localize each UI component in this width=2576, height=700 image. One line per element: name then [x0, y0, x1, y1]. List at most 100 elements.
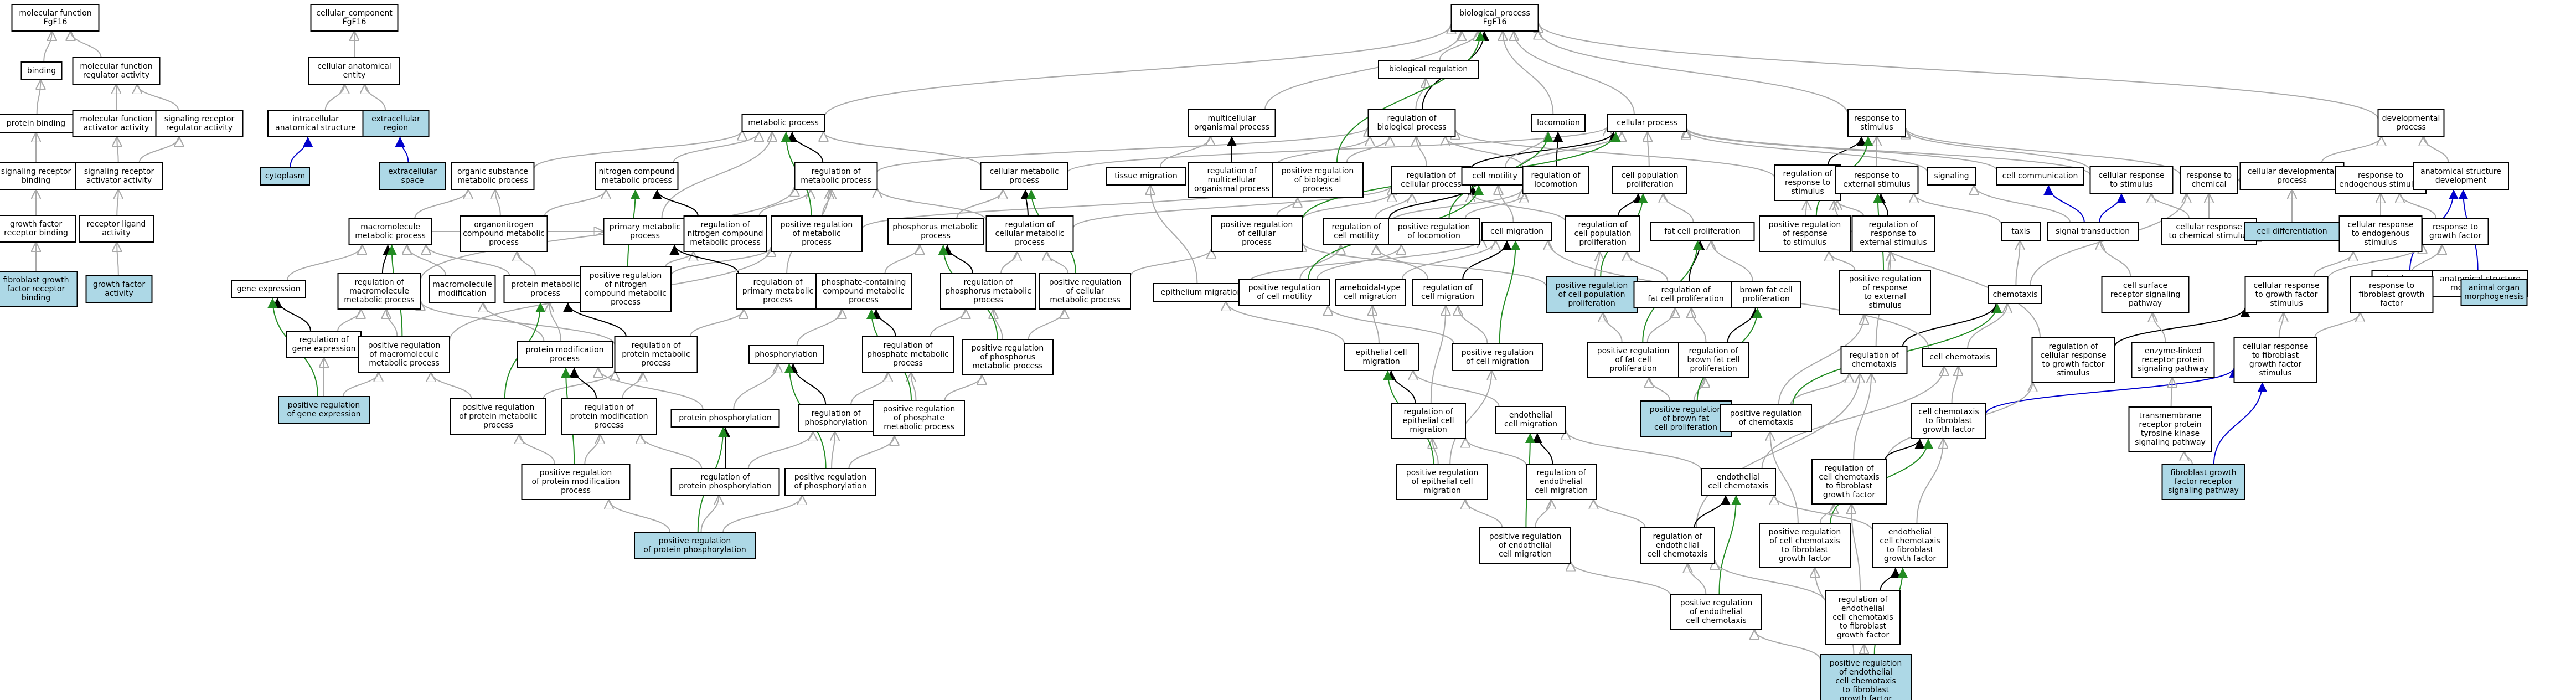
edge-is_a-rendochemo-to-rchemo — [1695, 373, 1860, 528]
go-term-label: extracellular — [371, 115, 420, 123]
edge-regulates-rprotmp-to-protmp — [562, 302, 627, 337]
edge-is_a-mfra-to-mf — [71, 30, 102, 58]
go-term-label: cell chemotaxis — [1835, 677, 1896, 686]
edge-regulates-rphosmp-to-pccmp — [871, 308, 896, 337]
go-term-label: of endothelial — [1690, 608, 1743, 616]
edge-is_a-trptksp-to-elrsp — [2171, 378, 2172, 408]
edge-is_a-locomotion-to-bp — [1503, 31, 1554, 115]
go-term-label: fibroblast growth — [3, 276, 69, 285]
edge-is_a-prendochemo-to-prendocm — [1571, 561, 1671, 596]
edge-is_a-phosph-to-pccmp — [796, 308, 842, 346]
go-term-label: modification — [438, 289, 487, 298]
go-term-label: response to — [1785, 178, 1830, 187]
go-term-box — [1272, 162, 1364, 198]
go-term-box — [1039, 273, 1131, 310]
go-term-label: growth factor — [2249, 360, 2301, 369]
go-term-label: positive regulation — [1221, 220, 1293, 229]
go-term-label: factor receptor — [7, 285, 65, 294]
go-term-label: compound metabolic — [463, 229, 545, 238]
edge-is_a-bfcp-to-fcp — [1711, 240, 1753, 282]
go-term-label: positive regulation — [1049, 278, 1121, 287]
go-term-label: positive regulation — [659, 537, 731, 545]
go-term-label: process — [550, 354, 580, 363]
go-term-label: protein metabolic — [622, 350, 690, 359]
go-term-label: of phosphate — [894, 414, 944, 423]
go-term-node-metab: metabolic process — [741, 114, 825, 132]
go-term-label: of nitrogen — [605, 280, 647, 289]
edge-regulates-rge-to-geneexp — [272, 297, 311, 332]
go-term-label: to fibroblast — [1925, 416, 1973, 425]
edge-part_of-ccfgf-to-crtfgfs — [1985, 367, 2239, 414]
go-term-box — [1988, 285, 2042, 304]
go-term-box — [75, 162, 163, 190]
edge-is_a-rpphos-to-rphos — [747, 431, 813, 469]
go-term-label: cell proliferation — [1654, 423, 1717, 432]
go-term-label: stimulus — [2057, 369, 2089, 378]
go-term-label: of cell motility — [1257, 292, 1312, 301]
edge-is_a-prcpp-to-prcp — [1302, 241, 1547, 287]
go-term-label: cell migration — [1504, 420, 1557, 429]
go-term-box — [1452, 343, 1543, 371]
edge-is_a-precfgf-to-prendochemo — [1754, 629, 1821, 661]
go-term-label: cell migration — [1344, 292, 1397, 301]
go-term-label: positive regulation — [1769, 220, 1841, 229]
edge-is_a-prphmp-to-prcmp — [1028, 308, 1065, 340]
go-term-label: signaling pathway — [2138, 364, 2208, 373]
edge-part_of-cytoplasm-to-ias — [290, 136, 313, 168]
go-term-label: signaling receptor — [84, 167, 154, 176]
edge-is_a-recfgf-to-rendochemo — [1715, 559, 1826, 604]
edge-regulates-rrts-to-rts — [1828, 136, 1867, 166]
go-term-label: of gene expression — [287, 410, 361, 419]
go-term-label: anatomical structure — [275, 123, 356, 132]
go-term-node-sigtrans: signal transduction — [2047, 222, 2139, 241]
go-term-label: process — [763, 296, 793, 305]
go-term-box — [1565, 215, 1640, 252]
go-term-label: positive regulation — [1849, 275, 1921, 284]
edge-regulates-rbfcp-to-bfcp — [1727, 307, 1761, 343]
go-term-box — [1847, 109, 1906, 137]
go-term-label: cellular response — [2040, 351, 2106, 360]
go-term-box — [1546, 276, 1638, 313]
go-term-node-taxis: taxis — [2001, 222, 2041, 241]
go-term-label: metabolic process — [972, 362, 1043, 370]
go-term-box — [0, 215, 76, 243]
go-term-label: growth factor — [1837, 631, 1889, 640]
go-term-box — [11, 4, 100, 32]
go-term-label: metabolic process — [601, 176, 672, 185]
go-term-label: growth factor — [93, 280, 145, 289]
go-term-label: response to — [2186, 171, 2232, 180]
edge-is_a-sraa-to-srra — [138, 136, 179, 163]
go-term-label: to fibroblast — [1842, 686, 1890, 694]
go-term-box — [1612, 166, 1687, 194]
go-term-box — [1153, 283, 1250, 302]
go-term-node-chemotaxis: chemotaxis — [1988, 285, 2042, 304]
go-term-label: proliferation — [1742, 295, 1789, 303]
go-term-label: biological process — [1377, 123, 1447, 132]
go-term-label: cell migration — [1490, 227, 1543, 236]
edge-is_a-prcmig-to-prcm — [1328, 305, 1455, 344]
